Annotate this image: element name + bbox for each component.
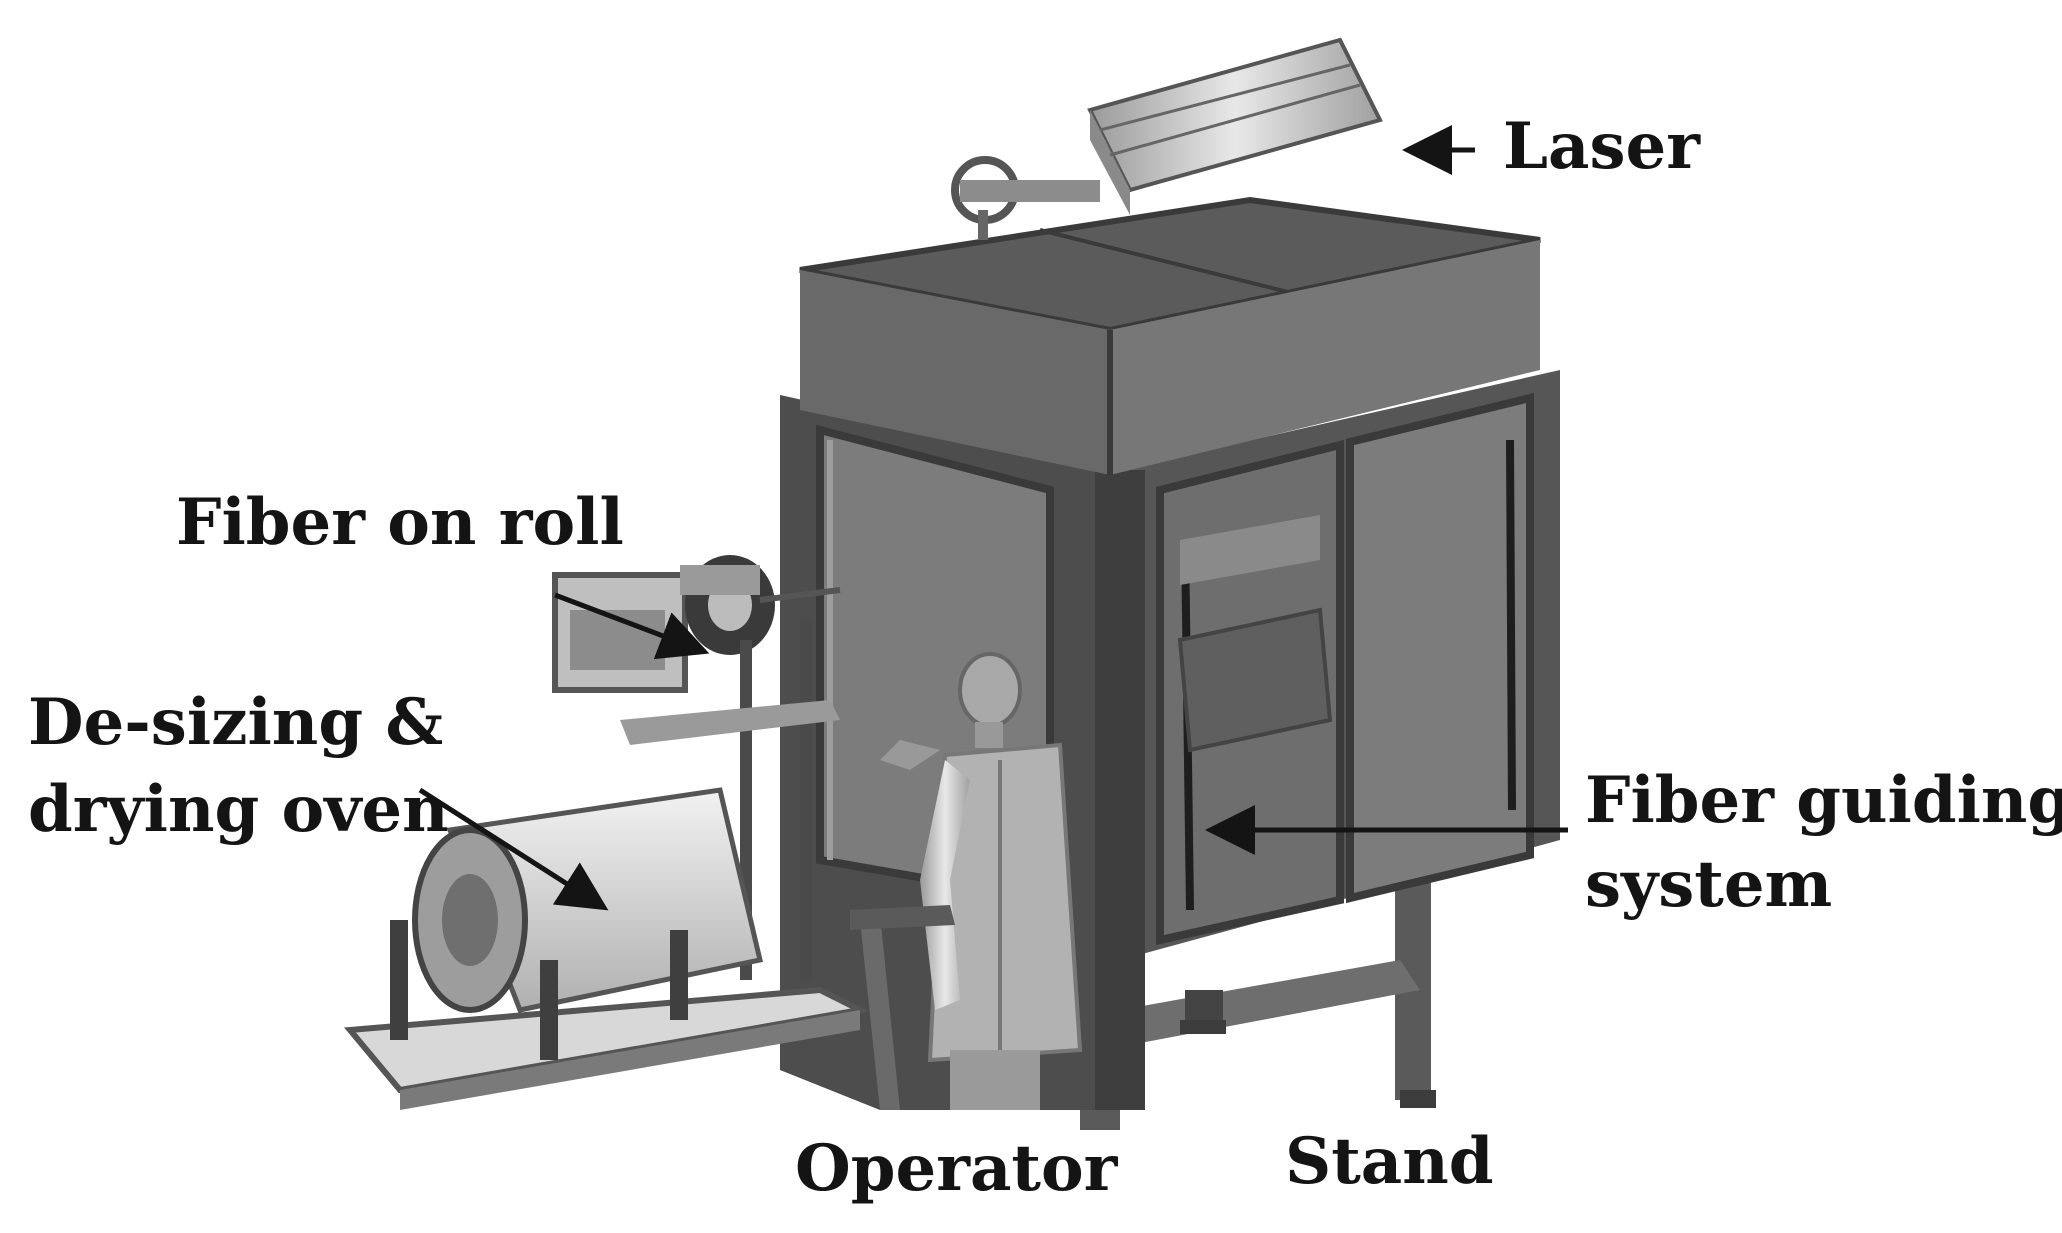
label-fiber-guiding-line1: Fiber guiding bbox=[1585, 763, 2062, 838]
stand bbox=[1080, 880, 1436, 1130]
label-fiber-guiding-line2: system bbox=[1585, 847, 1832, 922]
label-desizing-line1: De-sizing & bbox=[28, 685, 443, 760]
annotation-arrows bbox=[418, 125, 1568, 911]
label-operator: Operator bbox=[795, 1131, 1119, 1206]
label-laser: Laser bbox=[1503, 109, 1701, 184]
laser-unit bbox=[951, 37, 1383, 240]
desizing-oven bbox=[344, 700, 870, 1110]
label-desizing-line2: drying oven bbox=[28, 772, 449, 847]
cabinet bbox=[780, 370, 1560, 1110]
label-fiber-on-roll: Fiber on roll bbox=[176, 485, 624, 560]
labels: Laser Fiber on roll De-sizing & drying o… bbox=[28, 109, 2062, 1206]
top-hood bbox=[799, 196, 1541, 475]
fiber-on-roll-arrow bbox=[554, 592, 710, 660]
label-stand: Stand bbox=[1285, 1124, 1494, 1199]
side-table bbox=[850, 905, 955, 1110]
operator-figure bbox=[880, 652, 1083, 1110]
desizing-arrow bbox=[418, 787, 609, 911]
